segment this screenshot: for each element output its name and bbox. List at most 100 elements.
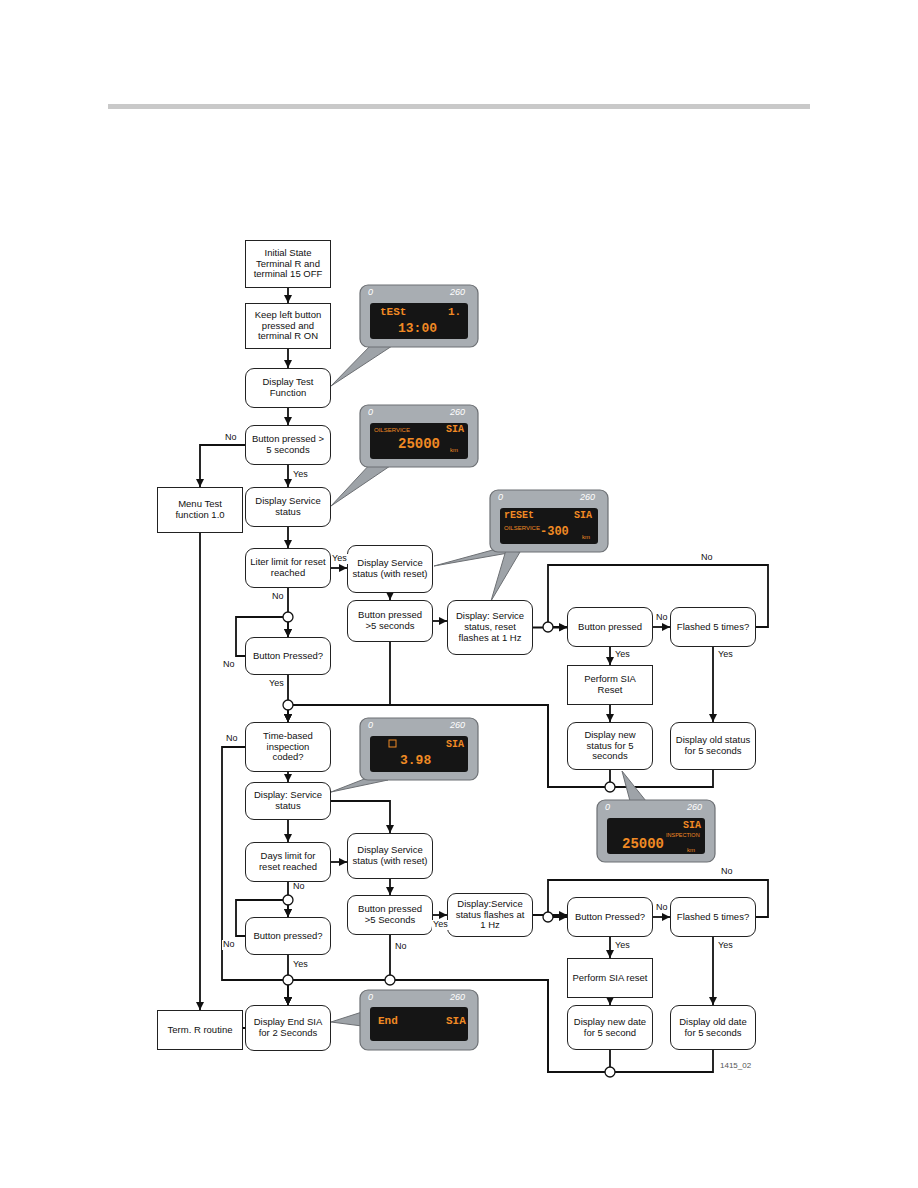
display-legend: km <box>450 447 458 453</box>
node-label: Perform SIA reset <box>573 973 648 984</box>
node-label: Flashed 5 times? <box>677 622 749 633</box>
step-box: Perform SIA Reset <box>567 665 653 705</box>
process-box: Display: Service status, reset flashes a… <box>447 600 533 655</box>
branch-label: Yes <box>717 941 734 951</box>
branch-label: No <box>271 592 285 602</box>
node-label: Perform SIA Reset <box>572 674 648 696</box>
branch-label: No <box>222 660 236 670</box>
display-readout: -300 <box>540 526 569 538</box>
node-label: Button pressed >5 seconds <box>352 610 428 632</box>
node-text: Display: Service status <box>250 790 326 812</box>
process-box: Button pressed >5 seconds <box>347 600 433 642</box>
flow-arrow <box>712 647 714 722</box>
dial-mark: 260 <box>580 493 595 502</box>
header-rule <box>108 104 810 109</box>
node-label: Display Service status (with reset) <box>352 558 428 580</box>
branch-label: No <box>222 940 236 950</box>
node-label: Display Test Function <box>250 377 326 399</box>
display-legend: OILSERVICE <box>504 525 540 531</box>
process-box: Display old date for 5 seconds <box>670 1005 756 1050</box>
process-box: Display old status for 5 seconds <box>670 722 756 770</box>
process-box: Button pressed <box>567 607 653 647</box>
node-text: Initial State Terminal R and terminal 15… <box>250 248 326 281</box>
flow-arrow <box>287 772 289 782</box>
process-box: Time-based inspection coded? <box>245 722 331 772</box>
process-box: Display Service status (with reset) <box>347 833 433 879</box>
node-text: Display End SIA for 2 Seconds <box>250 1017 326 1039</box>
node-label: Button Pressed? <box>253 651 323 662</box>
flow-arrow <box>433 914 447 916</box>
display-readout: SIA <box>446 425 464 435</box>
dial-mark: 260 <box>450 408 465 417</box>
branch-label: No <box>655 903 669 913</box>
dial-mark: 260 <box>450 721 465 730</box>
dial-mark: 0 <box>498 493 503 502</box>
node-text: Menu Test function 1.0 <box>162 499 238 521</box>
flow-arrow <box>433 620 447 622</box>
flow-arrow <box>287 527 289 548</box>
node-text: Keep left button pressed and terminal R … <box>250 310 326 343</box>
branch-label: No <box>394 942 408 952</box>
display-readout: 25000 <box>622 837 664 851</box>
node-text: Button pressed <box>578 622 642 633</box>
node-text: Button pressed >5 Seconds <box>352 904 428 926</box>
node-label: Display Service status <box>250 496 326 518</box>
node-label: Display Service status (with reset) <box>352 845 428 867</box>
flow-arrow <box>609 705 611 722</box>
dial-mark: 260 <box>450 993 465 1002</box>
branch-label: Yes <box>432 920 449 930</box>
node-text: Display new status for 5 seconds <box>572 730 648 763</box>
flow-arrow <box>288 980 610 1072</box>
node-label: Display: Service status, reset flashes a… <box>452 611 528 644</box>
dial-mark: 260 <box>687 803 702 812</box>
display-readout: SIA <box>574 511 592 521</box>
display-readout: 3.98 <box>400 754 431 767</box>
branch-label: Yes <box>292 960 309 970</box>
flow-arrow <box>609 998 611 1005</box>
process-box: Days limit for reset reached <box>245 842 331 882</box>
node-label: Display new status for 5 seconds <box>572 730 648 763</box>
step-box: Menu Test function 1.0 <box>157 487 243 533</box>
lcd-display <box>331 990 478 1050</box>
clock-icon <box>389 740 396 747</box>
lcd-display <box>331 405 478 506</box>
process-box: Flashed 5 times? <box>670 607 756 647</box>
node-text: Liter limit for reset reached <box>250 557 326 579</box>
dial-mark: 0 <box>605 803 610 812</box>
flow-arrow <box>288 705 610 787</box>
dial-mark: 260 <box>450 288 465 297</box>
node-label: Time-based inspection coded? <box>250 731 326 764</box>
node-label: Display old status for 5 seconds <box>675 735 751 757</box>
branch-label: Yes <box>268 679 285 689</box>
display-readout: SIA <box>446 1016 466 1027</box>
node-text: Perform SIA Reset <box>572 674 648 696</box>
process-box: Display Test Function <box>245 368 331 408</box>
node-label: Button pressed? <box>253 931 322 942</box>
node-label: Menu Test function 1.0 <box>162 499 238 521</box>
node-text: Display Service status (with reset) <box>352 558 428 580</box>
flow-arrow <box>200 445 245 487</box>
flow-arrow <box>712 937 714 1005</box>
process-box: Display Service status <box>245 487 331 527</box>
node-label: Flashed 5 times? <box>677 912 749 923</box>
node-label: Button Pressed? <box>575 912 645 923</box>
lcd-display <box>331 718 478 792</box>
process-box: Button Pressed? <box>245 637 331 675</box>
process-box: Display new status for 5 seconds <box>567 722 653 770</box>
display-readout: 13:00 <box>398 322 437 335</box>
node-label: Button pressed <box>578 622 642 633</box>
process-box: Flashed 5 times? <box>670 897 756 937</box>
display-legend: OILSERVICE <box>374 427 410 433</box>
branch-label: Yes <box>614 941 631 951</box>
node-label: Button pressed > 5 seconds <box>250 434 326 456</box>
dial-mark: 0 <box>368 408 373 417</box>
dial-mark: 0 <box>368 993 373 1002</box>
process-box: Button pressed? <box>245 917 331 955</box>
branch-label: Yes <box>292 470 309 480</box>
display-readout: SIA <box>446 740 464 750</box>
step-box: Term. R routine <box>157 1010 243 1050</box>
branch-label: No <box>225 734 239 744</box>
node-text: Display Service status (with reset) <box>352 845 428 867</box>
display-readout: SIA <box>683 821 701 831</box>
process-box: Display:Service status flashes at 1 Hz <box>447 893 533 937</box>
